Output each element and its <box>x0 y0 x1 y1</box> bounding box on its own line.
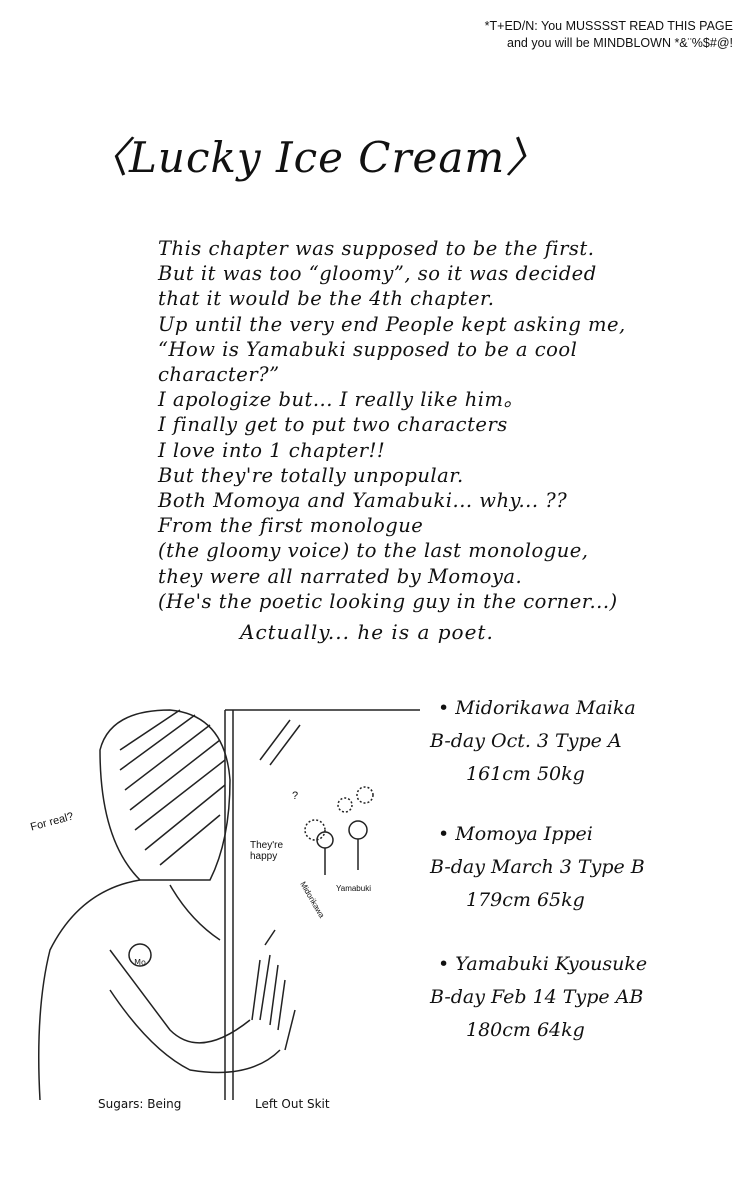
body-line: character?” <box>158 363 280 387</box>
profile-bday: B-day Feb 14 Type AB <box>430 986 644 1008</box>
note-line: *T+ED/N: You MUSSSST READ THIS PAGE <box>484 19 733 33</box>
profile-midorikawa: • Midorikawa Maika B-day Oct. 3 Type A 1… <box>430 692 636 791</box>
mo-badge <box>128 943 152 967</box>
arm <box>109 949 281 1074</box>
body-line: (the gloomy voice) to the last monologue… <box>158 539 589 563</box>
body-line: (He's the poetic looking guy in the corn… <box>158 589 618 613</box>
shoulder <box>38 879 221 1100</box>
profile-momoya: • Momoya Ippei B-day March 3 Type B 179c… <box>430 818 645 917</box>
body-line: “How is Yamabuki supposed to be a cool <box>158 337 578 361</box>
body-line: Both Momoya and Yamabuki... why... ?? <box>158 489 568 513</box>
profile-name: • Yamabuki Kyousuke <box>438 953 648 975</box>
note-line: and you will be MINDBLOWN *&¨%$#@! <box>507 36 733 50</box>
translator-note: *T+ED/N: You MUSSSST READ THIS PAGE and … <box>485 18 733 52</box>
profile-bday: B-day Oct. 3 Type A <box>430 730 622 752</box>
theyre-happy-label: They're happy <box>250 840 284 862</box>
hand <box>251 954 296 1051</box>
hair-shading <box>99 709 231 881</box>
profile-stats: 179cm 65kg <box>466 889 585 911</box>
yamabuki-label: Yamabuki <box>336 884 371 893</box>
body-line: But they're totally unpopular. <box>158 463 464 487</box>
body-line: that it would be the 4th chapter. <box>158 287 495 311</box>
caption-right: Left Out Skit <box>255 1097 330 1111</box>
author-notes: This chapter was supposed to be the firs… <box>158 236 626 614</box>
chapter-title: 〈Lucky Ice Cream〉 <box>86 133 549 182</box>
momoya-illustration: Mo <box>38 709 420 1100</box>
profile-name: • Momoya Ippei <box>438 823 593 845</box>
body-line: they were all narrated by Momoya. <box>158 564 523 588</box>
body-line: But it was too “gloomy”, so it was decid… <box>158 262 597 286</box>
chibi-figures <box>304 786 374 875</box>
profile-bday: B-day March 3 Type B <box>430 856 645 878</box>
question-mark: ? <box>292 790 299 802</box>
body-line: This chapter was supposed to be the firs… <box>158 237 595 260</box>
profile-name: • Midorikawa Maika <box>438 697 636 719</box>
body-line: Up until the very end People kept asking… <box>158 312 626 336</box>
body-line: I love into 1 chapter!! <box>158 438 386 462</box>
profile-yamabuki: • Yamabuki Kyousuke B-day Feb 14 Type AB… <box>430 948 647 1047</box>
badge-label: Mo <box>134 958 146 967</box>
caption-left: Sugars: Being <box>98 1097 182 1111</box>
body-line: From the first monologue <box>158 514 424 538</box>
body-line: I finally get to put two characters <box>158 413 508 437</box>
profile-stats: 180cm 64kg <box>466 1019 585 1041</box>
closing-line: Actually... he is a poet. <box>240 620 494 644</box>
profile-stats: 161cm 50kg <box>466 763 585 785</box>
window-frame <box>224 709 420 1100</box>
body-line: I apologize but... I really like him。 <box>158 388 524 412</box>
